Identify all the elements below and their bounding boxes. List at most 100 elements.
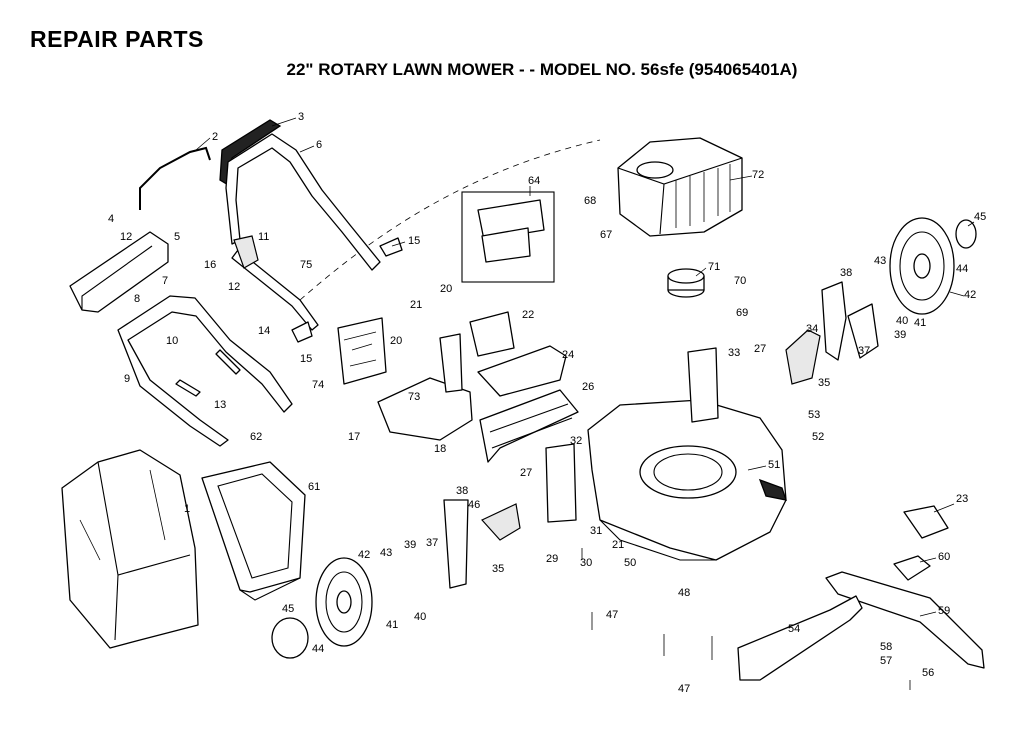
callout: 15 [300,353,312,365]
part-handle-knob-15 [379,237,403,257]
callout: 47 [678,683,690,695]
callout: 38 [456,485,468,497]
callout: 52 [812,431,824,443]
callout: 57 [880,655,892,667]
part-hub-cap-45 [955,219,977,249]
part-bracket-20 [439,333,463,393]
callout: 37 [426,537,438,549]
callout: 7 [162,275,168,287]
callout: 21 [612,539,624,551]
part-rear-wheel [889,217,955,315]
callout: 29 [546,553,558,565]
callout: 42 [358,549,370,561]
part-handle-knob-15b [291,321,313,343]
part-engine [617,137,743,237]
part-bag-frame [201,461,306,601]
callout: 39 [404,539,416,551]
part-bail-rod [139,146,211,210]
callout: 9 [124,373,130,385]
callout: 41 [914,317,926,329]
callout: 64 [528,175,540,187]
callout: 75 [300,259,312,271]
callout: 50 [624,557,636,569]
part-blade-adapter [893,555,931,581]
callout: 37 [858,345,870,357]
part-rear-door [377,345,579,463]
callout: 22 [522,309,534,321]
callout: 8 [134,293,140,305]
part-upper-handle [225,133,381,331]
callout: 70 [734,275,746,287]
callout: 20 [440,283,452,295]
callout: 43 [874,255,886,267]
callout: 43 [380,547,392,559]
callout: 67 [600,229,612,241]
callout: 15 [408,235,420,247]
callout: 12 [228,281,240,293]
callout: 40 [414,611,426,623]
part-handle-knob [233,235,259,269]
part-pulley [667,268,705,298]
callout: 59 [938,605,950,617]
callout: 60 [938,551,950,563]
callout: 38 [840,267,852,279]
callout: 35 [818,377,830,389]
callout: 6 [316,139,322,151]
callout: 62 [250,431,262,443]
callout: 74 [312,379,324,391]
callout: 72 [752,169,764,181]
part-blade [825,571,985,669]
callout: 33 [728,347,740,359]
page-title: REPAIR PARTS [30,26,204,52]
callout: 35 [492,563,504,575]
part-handle-bolt-13b [215,349,241,375]
page-subtitle: 22" ROTARY LAWN MOWER - - MODEL NO. 56sf… [286,60,798,79]
callout: 10 [166,335,178,347]
part-decal-74 [337,317,387,385]
callout: 68 [584,195,596,207]
callout: 21 [410,299,422,311]
callout: 71 [708,261,720,273]
part-wheel-bracket-38b [443,499,469,589]
part-bolt [581,548,911,690]
part-wheel-bracket-37 [847,303,879,359]
callout: 44 [312,643,324,655]
part-lower-handle [117,295,293,447]
callout: 51 [768,459,780,471]
part-bracket-22 [469,311,515,357]
part-inset-64 [461,191,555,283]
part-hub-cap-45b [271,617,309,659]
part-front-wheel [315,557,373,647]
part-handle-bolt-13 [175,379,201,397]
callout: 41 [386,619,398,631]
leader-lines [195,117,975,617]
part-wheel-bracket-38 [821,281,847,361]
callout: 12 [120,231,132,243]
callout: 58 [880,641,892,653]
callout: 45 [282,603,294,615]
callout: 32 [570,435,582,447]
part-axle-bracket-33 [687,347,719,423]
callout: 20 [390,335,402,347]
callout: 18 [434,443,446,455]
part-height-adjuster-34 [785,329,821,385]
callout: 11 [258,231,269,243]
callout: 1 [184,503,190,515]
callout: 44 [956,263,968,275]
callout: 34 [806,323,818,335]
callout: 3 [298,111,304,123]
callout: 27 [520,467,532,479]
callout: 39 [894,329,906,341]
callout: 26 [582,381,594,393]
part-grass-bag [61,449,199,649]
callout: 17 [348,431,360,443]
callout: 23 [956,493,968,505]
callout: 53 [808,409,820,421]
callout: 24 [562,349,574,361]
callout: 46 [468,499,480,511]
callout: 69 [736,307,748,319]
callout: 45 [974,211,986,223]
part-axle-bracket-32 [545,443,577,523]
callout: 73 [408,391,420,403]
